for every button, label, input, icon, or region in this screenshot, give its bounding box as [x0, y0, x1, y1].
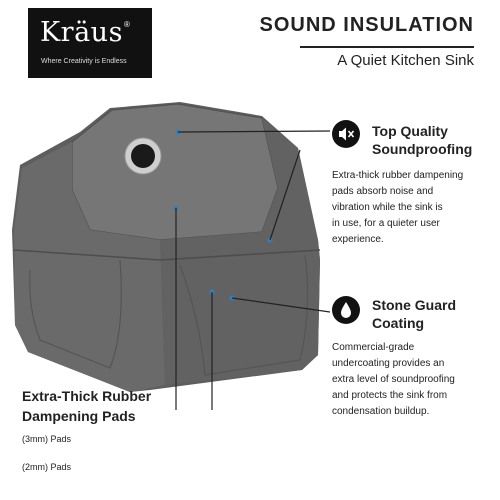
desc-line: in use, for a quieter user	[332, 218, 440, 229]
brand-tagline: Where Creativity is Endless	[41, 58, 127, 65]
sink-right-wall	[160, 118, 320, 385]
desc-line: Extra-thick rubber dampening	[332, 170, 464, 181]
leader-line-coating	[231, 297, 330, 313]
desc-line: Commercial-grade	[332, 342, 415, 353]
rubber-pad-outline-left	[29, 259, 122, 369]
drain-hole	[131, 144, 155, 168]
brand-logo: Kräus ® Where Creativity is Endless	[28, 8, 152, 78]
pad-label-3mm: (3mm) Pads	[22, 434, 72, 444]
coating-title-line2: Coating	[372, 315, 425, 331]
header-divider	[300, 46, 474, 48]
coating-title-line1: Stone Guard	[372, 297, 457, 313]
pads-title-line1: Extra-Thick Rubber	[22, 388, 152, 404]
desc-line: condensation buildup.	[332, 406, 430, 417]
desc-line: vibration while the sink is	[332, 202, 443, 213]
sink-bottom-face	[71, 103, 279, 241]
coating-description: Commercial-grade undercoating provides a…	[332, 340, 472, 420]
sink-rim	[13, 249, 321, 261]
soundproofing-title-line2: Soundproofing	[372, 141, 473, 157]
coating-title: Stone Guard Coating	[372, 296, 456, 332]
desc-line: pads absorb noise and	[332, 186, 434, 197]
registered-mark: ®	[124, 20, 130, 29]
brand-name: Kräus	[40, 17, 123, 48]
pad-label-2mm: (2mm) Pads	[22, 462, 72, 472]
soundproofing-title: Top Quality Soundproofing	[372, 122, 472, 158]
leader-line-side	[269, 149, 301, 241]
desc-line: undercoating provides an	[332, 358, 445, 369]
soundproofing-description: Extra-thick rubber dampening pads absorb…	[332, 168, 472, 248]
water-drop-icon	[332, 296, 360, 324]
desc-line: extra level of soundproofing	[332, 374, 455, 385]
muted-speaker-icon	[332, 120, 360, 148]
pads-title: Extra-Thick Rubber Dampening Pads	[22, 386, 151, 426]
sink-left-wall	[14, 142, 165, 392]
soundproofing-title-line1: Top Quality	[372, 123, 448, 139]
leader-line-top	[177, 130, 330, 133]
desc-line: and protects the sink from	[332, 390, 448, 401]
pads-title-line2: Dampening Pads	[22, 408, 136, 424]
rubber-pad-outline-right	[179, 254, 309, 376]
page-subtitle: A Quiet Kitchen Sink	[337, 52, 474, 69]
sink-illustration	[12, 102, 330, 410]
desc-line: experience.	[332, 234, 384, 245]
page-title: SOUND INSULATION	[259, 14, 474, 36]
